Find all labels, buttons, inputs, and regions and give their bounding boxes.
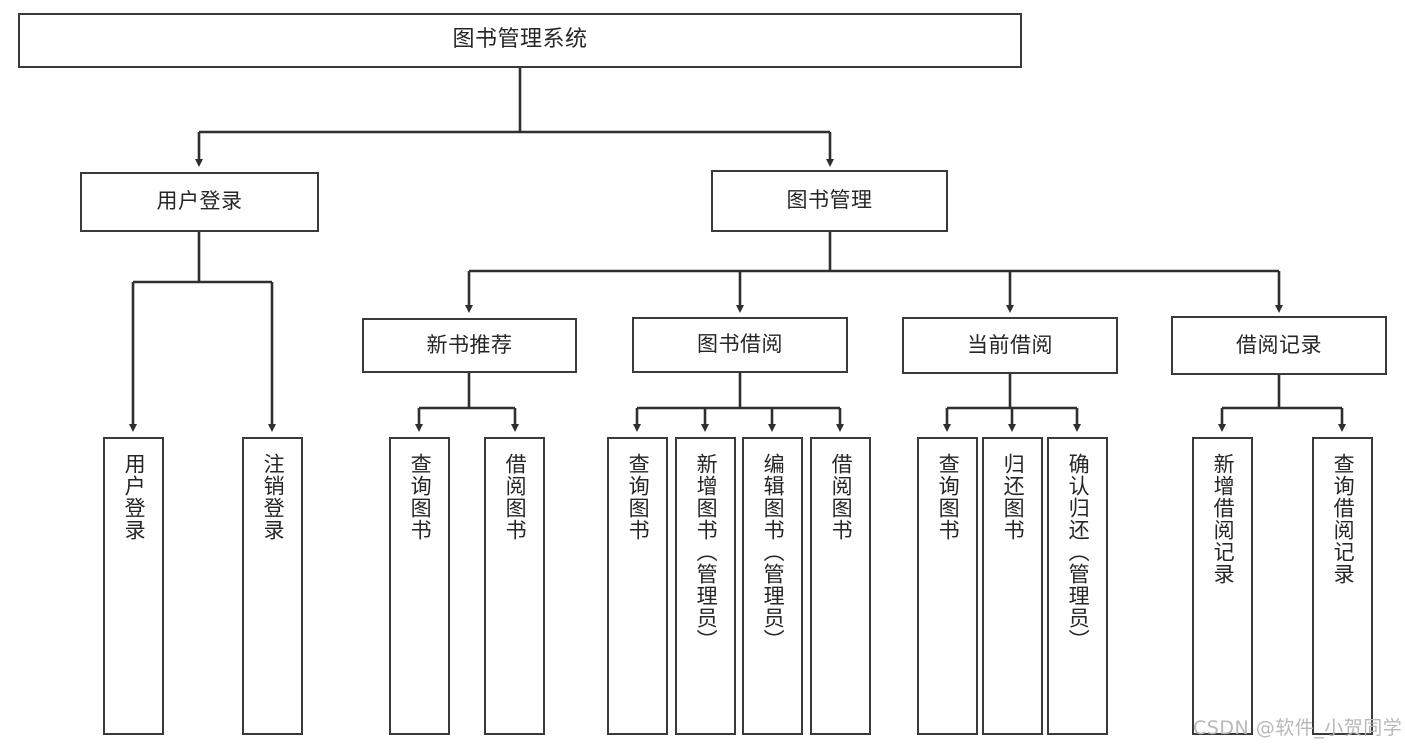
leaf-add-book-admin[interactable]: 新增图书（管理员） [675, 437, 736, 735]
node-label: 图书管理 [786, 188, 873, 213]
node-label: 查询图书 [626, 453, 651, 541]
node-root-book-management-system[interactable]: 图书管理系统 [18, 13, 1022, 68]
node-label: 图书借阅 [697, 332, 783, 357]
node-label: 查询图书 [408, 453, 433, 541]
node-label: 当前借阅 [967, 332, 1053, 357]
node-label: 新增借阅记录 [1211, 453, 1236, 585]
node-label: 用户登录 [156, 189, 243, 214]
node-label: 借阅图书 [503, 453, 528, 541]
watermark-text: CSDN @软件_小贺同学 [1193, 717, 1403, 739]
node-label: 图书管理系统 [452, 27, 588, 53]
node-borrow-record[interactable]: 借阅记录 [1171, 316, 1387, 375]
node-new-book-recommend[interactable]: 新书推荐 [362, 318, 577, 373]
leaf-add-borrow-record[interactable]: 新增借阅记录 [1192, 437, 1253, 735]
node-label: 归还图书 [1001, 453, 1026, 541]
node-book-borrow[interactable]: 图书借阅 [632, 317, 848, 373]
leaf-query-borrow-record[interactable]: 查询借阅记录 [1312, 437, 1373, 735]
node-current-borrow[interactable]: 当前借阅 [902, 317, 1118, 374]
node-book-management[interactable]: 图书管理 [711, 170, 948, 232]
leaf-return-book[interactable]: 归还图书 [982, 437, 1043, 735]
node-label: 注销登录 [261, 453, 286, 541]
leaf-edit-book-admin[interactable]: 编辑图书（管理员） [742, 437, 803, 735]
leaf-query-books-recommend[interactable]: 查询图书 [389, 437, 450, 735]
node-label: 用户登录 [122, 453, 147, 541]
node-label: 编辑图书（管理员） [761, 453, 786, 651]
leaf-user-login[interactable]: 用户登录 [103, 437, 164, 735]
leaf-confirm-return-admin[interactable]: 确认归还（管理员） [1047, 437, 1108, 735]
leaf-logout-login[interactable]: 注销登录 [242, 437, 303, 735]
node-label: 借阅记录 [1236, 332, 1322, 357]
node-label: 确认归还（管理员） [1066, 453, 1091, 651]
node-label: 查询图书 [936, 453, 961, 541]
leaf-borrow-books-recommend[interactable]: 借阅图书 [484, 437, 545, 735]
leaf-query-books-current[interactable]: 查询图书 [917, 437, 978, 735]
node-label: 借阅图书 [829, 453, 854, 541]
leaf-query-books-borrow[interactable]: 查询图书 [607, 437, 668, 735]
node-label: 新增图书（管理员） [694, 453, 719, 651]
leaf-borrow-book[interactable]: 借阅图书 [810, 437, 871, 735]
node-label: 新书推荐 [426, 332, 513, 357]
node-user-login[interactable]: 用户登录 [80, 172, 319, 232]
node-label: 查询借阅记录 [1331, 453, 1356, 585]
